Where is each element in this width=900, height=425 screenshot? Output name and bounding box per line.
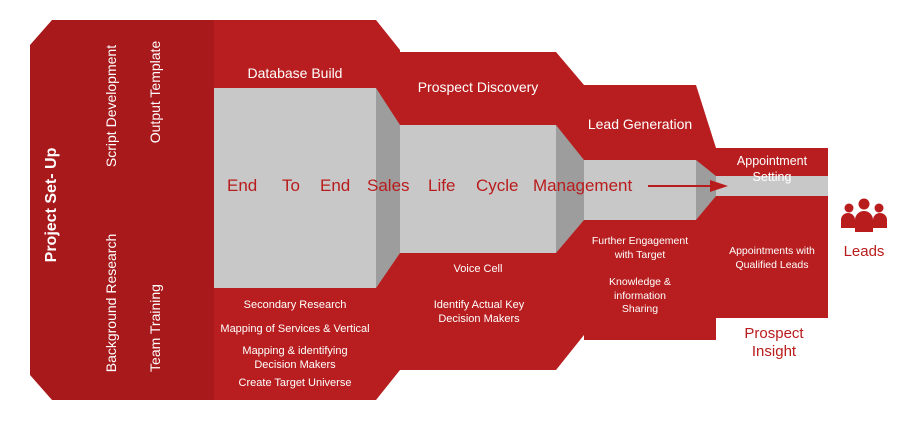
db-item-mapping-services: Mapping of Services & Vertical xyxy=(220,323,370,335)
banner-word: Cycle xyxy=(476,176,519,195)
setup-title: Project Set- Up xyxy=(43,147,60,263)
banner-word: Sales xyxy=(367,176,410,195)
banner-word: Management xyxy=(533,176,633,195)
prospect-discovery-gray-panel xyxy=(400,125,556,253)
stage-title-lead-generation: Lead Generation xyxy=(587,116,693,132)
db-item-create-target-universe: Create Target Universe xyxy=(238,377,352,389)
lead-generation-gray-panel xyxy=(584,160,696,220)
pd-item-voice-cell: Voice Cell xyxy=(453,263,503,275)
setup-item-team-training: Team Training xyxy=(147,284,163,372)
banner-word: Life xyxy=(428,176,456,195)
database-build-gray-panel xyxy=(214,88,376,288)
setup-block xyxy=(30,20,214,400)
banner-word: End xyxy=(320,176,351,195)
as-item-qualified-leads: Appointments with Qualified Leads xyxy=(729,245,815,271)
setup-item-script-development: Script Development xyxy=(103,44,119,168)
lg-item-further-engagement: Further Engagement with Target xyxy=(591,235,689,261)
pd-item-identify-decision-makers: Identify Actual Key Decision Makers xyxy=(433,299,525,326)
stage-title-prospect-discovery: Prospect Discovery xyxy=(417,79,539,95)
setup-item-background-research: Background Research xyxy=(103,233,119,373)
leads-label: Leads xyxy=(843,243,885,260)
stage-title-appointment-setting: Appointment Setting xyxy=(736,154,808,185)
people-group-icon xyxy=(841,198,887,232)
appointment-setting-gray-panel xyxy=(716,176,828,196)
banner-word: End xyxy=(227,176,258,195)
database-build-funnel-wall xyxy=(376,88,400,288)
setup-item-output-template: Output Template xyxy=(147,40,163,144)
stage-title-database-build: Database Build xyxy=(247,65,343,81)
db-item-secondary-research: Secondary Research xyxy=(243,299,347,311)
lead-generation-funnel-wall xyxy=(696,160,716,220)
lg-item-knowledge-sharing: Knowledge & information Sharing xyxy=(609,276,671,316)
arrow-head xyxy=(710,180,728,192)
banner-word: To xyxy=(282,176,300,195)
prospect-insight-label: Prospect Insight xyxy=(744,325,804,360)
prospect-discovery-funnel-wall xyxy=(556,125,584,253)
db-item-mapping-decision-makers: Mapping & identifying Decision Makers xyxy=(242,345,348,372)
